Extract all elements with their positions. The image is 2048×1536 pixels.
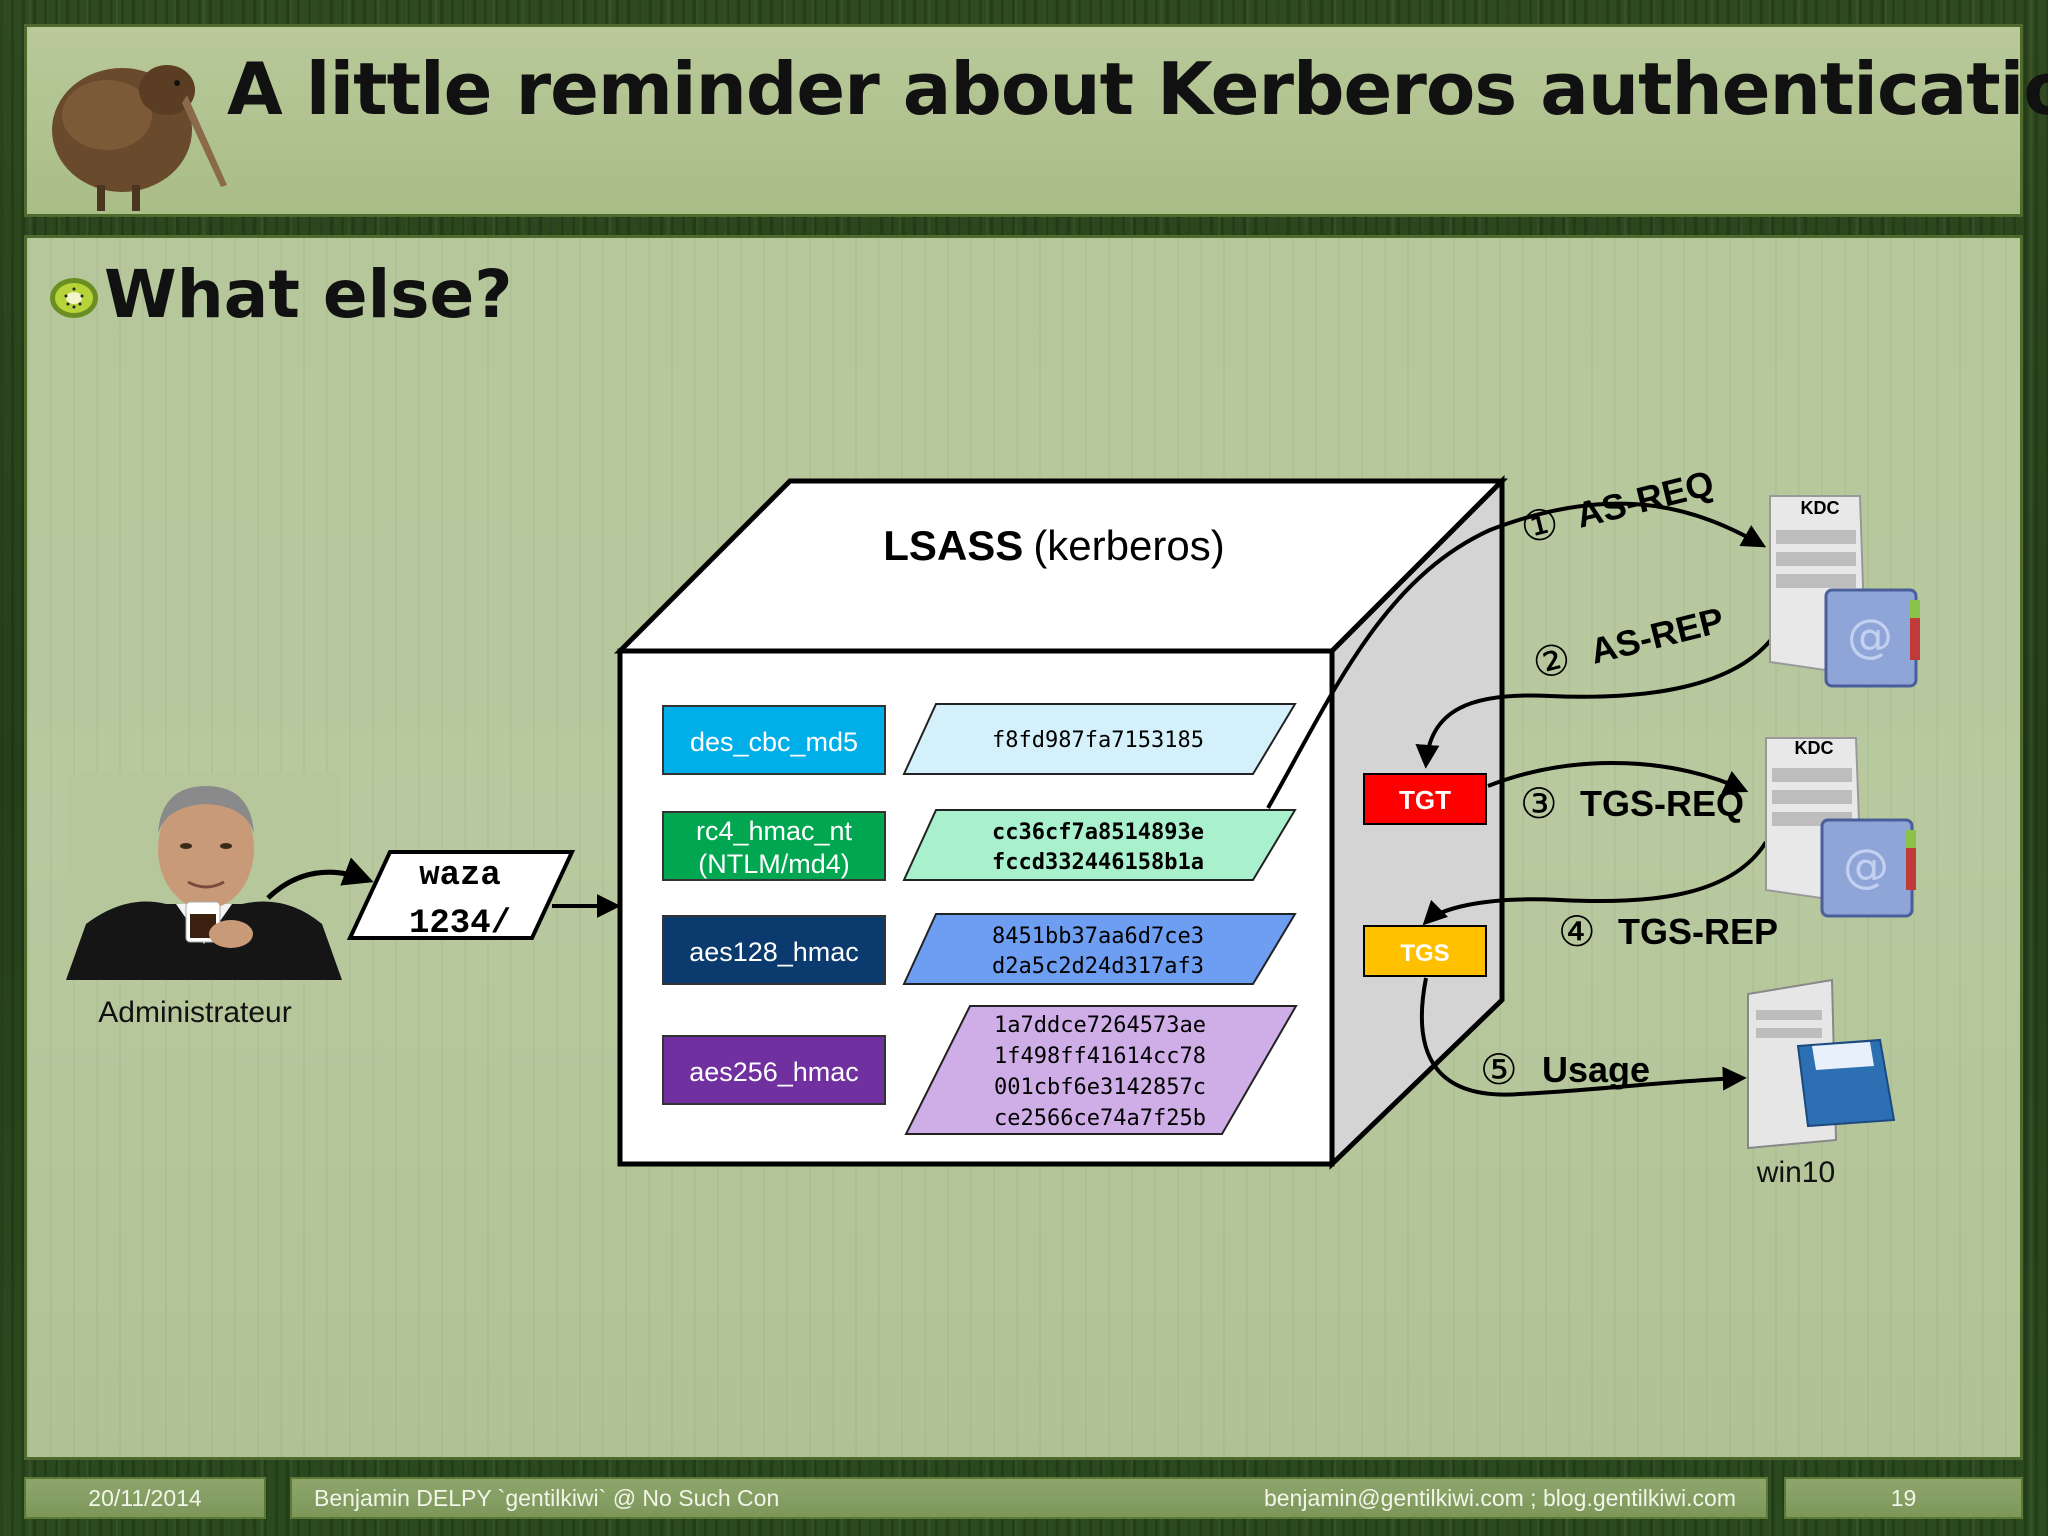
key-hash-aes256-line-2: 1f498ff41614cc78 bbox=[994, 1044, 1206, 1069]
password-line-2: 1234/ bbox=[409, 905, 511, 943]
step-5-number: ⑤ bbox=[1480, 1045, 1518, 1094]
key-hash-aes256-line-3: 001cbf6e3142857c bbox=[994, 1075, 1206, 1100]
tgs-req-arrow bbox=[1487, 761, 1749, 793]
key-hash-des-line-1: f8fd987fa7153185 bbox=[992, 728, 1204, 753]
as-rep-arrow bbox=[1415, 628, 1780, 769]
svg-text:@: @ bbox=[1847, 609, 1893, 663]
step-1-label: AS-REQ bbox=[1572, 462, 1718, 536]
tgs-ticket: TGS bbox=[1363, 925, 1487, 977]
section-heading: What else? bbox=[104, 256, 513, 333]
key-row-rc4: rc4_hmac_nt (NTLM/md4) cc36cf7a8514893e … bbox=[662, 809, 1297, 881]
lsass-title: LSASS(kerberos) bbox=[883, 522, 1224, 569]
footer-date: 20/11/2014 bbox=[24, 1477, 266, 1519]
key-hash-aes256-line-1: 1a7ddce7264573ae bbox=[994, 1013, 1206, 1038]
key-name-aes128: aes128_hmac bbox=[689, 937, 859, 967]
key-row-aes128: aes128_hmac 8451bb37aa6d7ce3 d2a5c2d24d3… bbox=[662, 913, 1297, 985]
kdc-2-label: KDC bbox=[1795, 738, 1834, 758]
win10-server-icon: win10 bbox=[1747, 978, 1896, 1189]
win10-label: win10 bbox=[1756, 1156, 1835, 1189]
admin-to-password-arrow bbox=[266, 857, 374, 900]
title-panel: A little reminder about Kerberos authent… bbox=[24, 24, 2048, 217]
password-line-1: waza bbox=[419, 857, 501, 895]
footer-author: Benjamin DELPY `gentilkiwi` @ No Such Co… bbox=[314, 1485, 780, 1511]
key-name-aes256: aes256_hmac bbox=[689, 1057, 859, 1087]
key-hash-aes128-line-1: 8451bb37aa6d7ce3 bbox=[992, 924, 1204, 949]
key-hash-rc4-line-1: cc36cf7a8514893e bbox=[992, 820, 1204, 845]
lsass-title-bold: LSASS bbox=[883, 522, 1023, 569]
as-req-arrow bbox=[1266, 501, 1767, 809]
tgs-rep-arrow bbox=[1422, 840, 1768, 926]
kiwi-bird-logo-icon bbox=[52, 65, 227, 211]
kdc-server-2-icon: KDC @ bbox=[1765, 737, 1916, 918]
step-2-number: ② bbox=[1527, 633, 1575, 690]
password-box: waza 1234/ bbox=[346, 850, 576, 943]
kdc-1-label: KDC bbox=[1801, 498, 1840, 518]
key-hash-aes256-line-4: ce2566ce74a7f25b bbox=[994, 1106, 1206, 1131]
step-4-label: TGS-REP bbox=[1618, 911, 1778, 952]
kiwi-slice-bullet-icon bbox=[50, 278, 98, 318]
step-4-number: ④ bbox=[1558, 907, 1596, 956]
lsass-title-rest: (kerberos) bbox=[1033, 522, 1224, 569]
key-row-aes256: aes256_hmac 1a7ddce7264573ae 1f498ff4161… bbox=[662, 1005, 1298, 1135]
tgt-ticket: TGT bbox=[1363, 773, 1487, 825]
tgs-label: TGS bbox=[1400, 940, 1449, 967]
footer-contact: benjamin@gentilkiwi.com ; blog.gentilkiw… bbox=[1263, 1485, 1736, 1511]
step-5-label: Usage bbox=[1542, 1049, 1650, 1090]
key-name-des: des_cbc_md5 bbox=[690, 727, 858, 757]
key-hash-rc4-line-2: fccd332446158b1a bbox=[992, 850, 1204, 875]
svg-text:@: @ bbox=[1843, 839, 1889, 893]
administrator-avatar bbox=[66, 774, 342, 980]
footer-info: Benjamin DELPY `gentilkiwi` @ No Such Co… bbox=[290, 1477, 1768, 1519]
key-name-rc4-sub: (NTLM/md4) bbox=[698, 849, 850, 879]
key-name-rc4: rc4_hmac_nt bbox=[696, 816, 853, 846]
step-3-label: TGS-REQ bbox=[1580, 783, 1744, 824]
tgt-label: TGT bbox=[1399, 785, 1451, 815]
step-2-label: AS-REP bbox=[1586, 599, 1728, 672]
kdc-server-1-icon: KDC @ bbox=[1769, 495, 1920, 688]
slide-title: A little reminder about Kerberos authent… bbox=[227, 47, 2048, 131]
usage-arrow bbox=[1419, 977, 1747, 1097]
footer-page-number: 19 bbox=[1784, 1477, 2023, 1519]
key-hash-aes128-line-2: d2a5c2d24d317af3 bbox=[992, 954, 1204, 979]
step-3-number: ③ bbox=[1520, 779, 1558, 828]
key-row-des: des_cbc_md5 f8fd987fa7153185 bbox=[662, 703, 1297, 775]
administrator-label: Administrateur bbox=[98, 996, 292, 1029]
step-1-number: ① bbox=[1516, 497, 1564, 554]
